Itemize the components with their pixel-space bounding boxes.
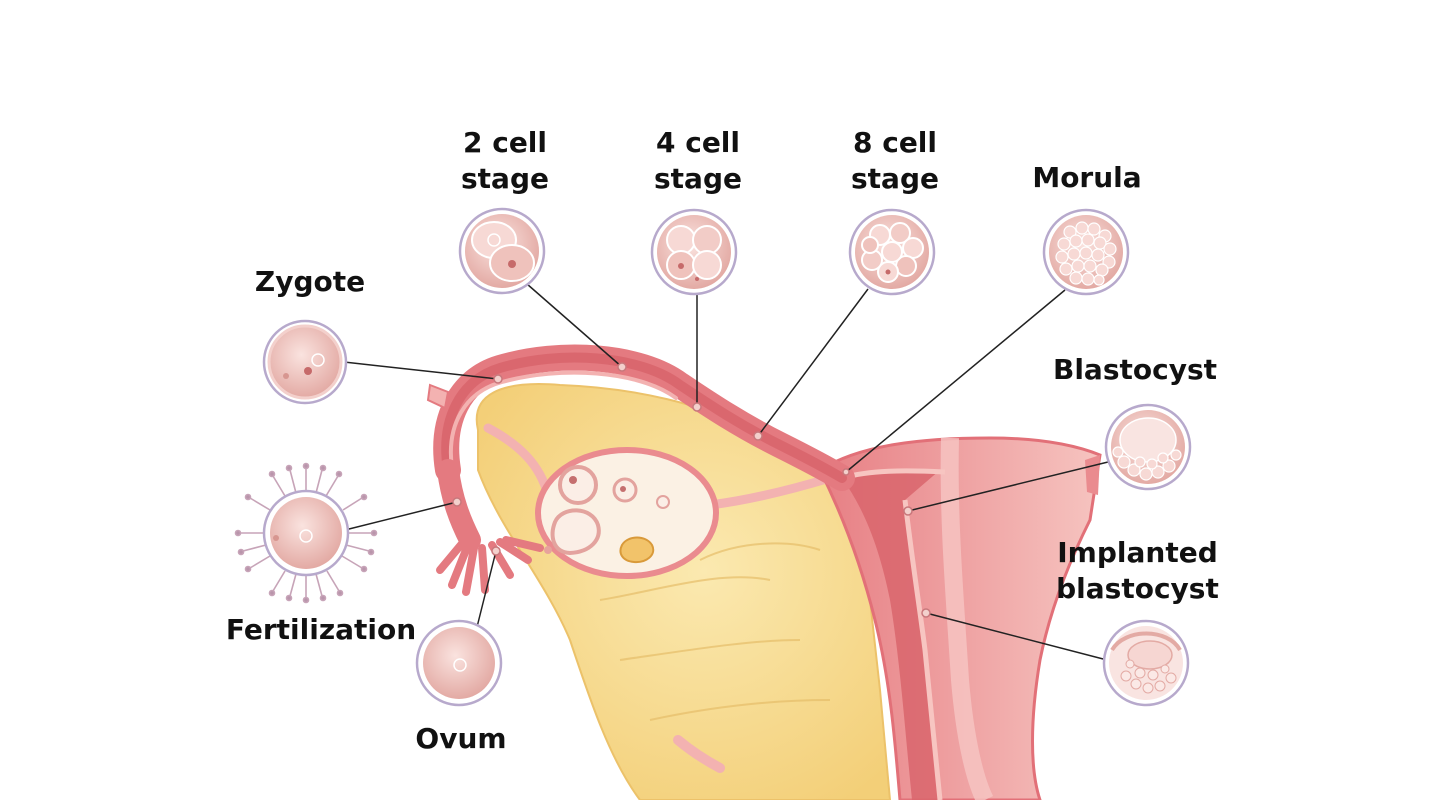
zygote-pointer xyxy=(343,361,499,380)
ovum-label: Ovum xyxy=(415,722,507,755)
morula-inset xyxy=(1042,208,1130,296)
implanted-blastocyst-label: Implanted blastocyst xyxy=(1040,535,1235,607)
tube-stub xyxy=(426,383,450,410)
implanted-blastocyst-line2: blastocyst xyxy=(1056,572,1219,605)
fallopian-tube-lumen xyxy=(441,352,847,483)
follicle-oocyte xyxy=(569,476,577,484)
eight-cell-pointer xyxy=(757,288,869,437)
fertilization-label: Fertilization xyxy=(225,613,417,646)
two-cell-inset xyxy=(458,207,546,295)
implanted-blastocyst-inset xyxy=(1102,619,1190,707)
ovary-fold-lines xyxy=(599,542,831,721)
eight-cell-stage-label: 8 cell stage xyxy=(830,125,960,197)
released-egg xyxy=(544,546,552,554)
pointer-lines xyxy=(343,283,1109,661)
fertilization-inset xyxy=(234,462,378,604)
ruptured-follicle xyxy=(550,508,601,556)
corpus-luteum xyxy=(619,536,655,564)
ampulla-descending xyxy=(437,459,481,551)
four-cell-stage-line1: 4 cell xyxy=(655,126,740,159)
two-cell-stage-line2: stage xyxy=(461,162,549,195)
uterine-vessel xyxy=(673,735,725,773)
uterine-cavity xyxy=(842,469,940,800)
fertilization-pointer xyxy=(344,501,458,531)
fallopian-tube-highlight xyxy=(448,370,678,470)
blastocyst-pointer xyxy=(907,461,1109,512)
morula-pointer xyxy=(845,289,1066,473)
blastocyst-label: Blastocyst xyxy=(1052,353,1218,386)
four-cell-stage-line2: stage xyxy=(654,162,742,195)
implanted-pointer xyxy=(925,612,1108,661)
four-cell-inset xyxy=(650,208,738,296)
follicle-tiny xyxy=(656,495,670,509)
zygote-label: Zygote xyxy=(254,265,366,298)
ovum-inset xyxy=(415,619,503,707)
zygote-inset xyxy=(262,319,348,405)
fimbriae xyxy=(436,536,544,596)
two-cell-stage-label: 2 cell stage xyxy=(440,125,570,197)
implanted-blastocyst-line1: Implanted xyxy=(1057,536,1218,569)
blastocyst-inset xyxy=(1104,403,1192,491)
pointer-dots xyxy=(452,362,931,618)
eight-cell-stage-line2: stage xyxy=(851,162,939,195)
eight-cell-stage-line1: 8 cell xyxy=(852,126,937,159)
four-cell-stage-label: 4 cell stage xyxy=(633,125,763,197)
follicle-large xyxy=(558,465,598,505)
cervix-stub xyxy=(1085,455,1100,495)
follicle-small-oocyte xyxy=(620,486,626,492)
two-cell-pointer xyxy=(526,283,623,368)
ovary-tissue xyxy=(475,383,892,800)
ovum-pointer xyxy=(476,550,497,628)
uterus-inner-wall xyxy=(940,437,994,800)
two-cell-stage-line1: 2 cell xyxy=(462,126,547,159)
eight-cell-inset xyxy=(848,208,936,296)
morula-label: Morula xyxy=(1032,161,1142,194)
